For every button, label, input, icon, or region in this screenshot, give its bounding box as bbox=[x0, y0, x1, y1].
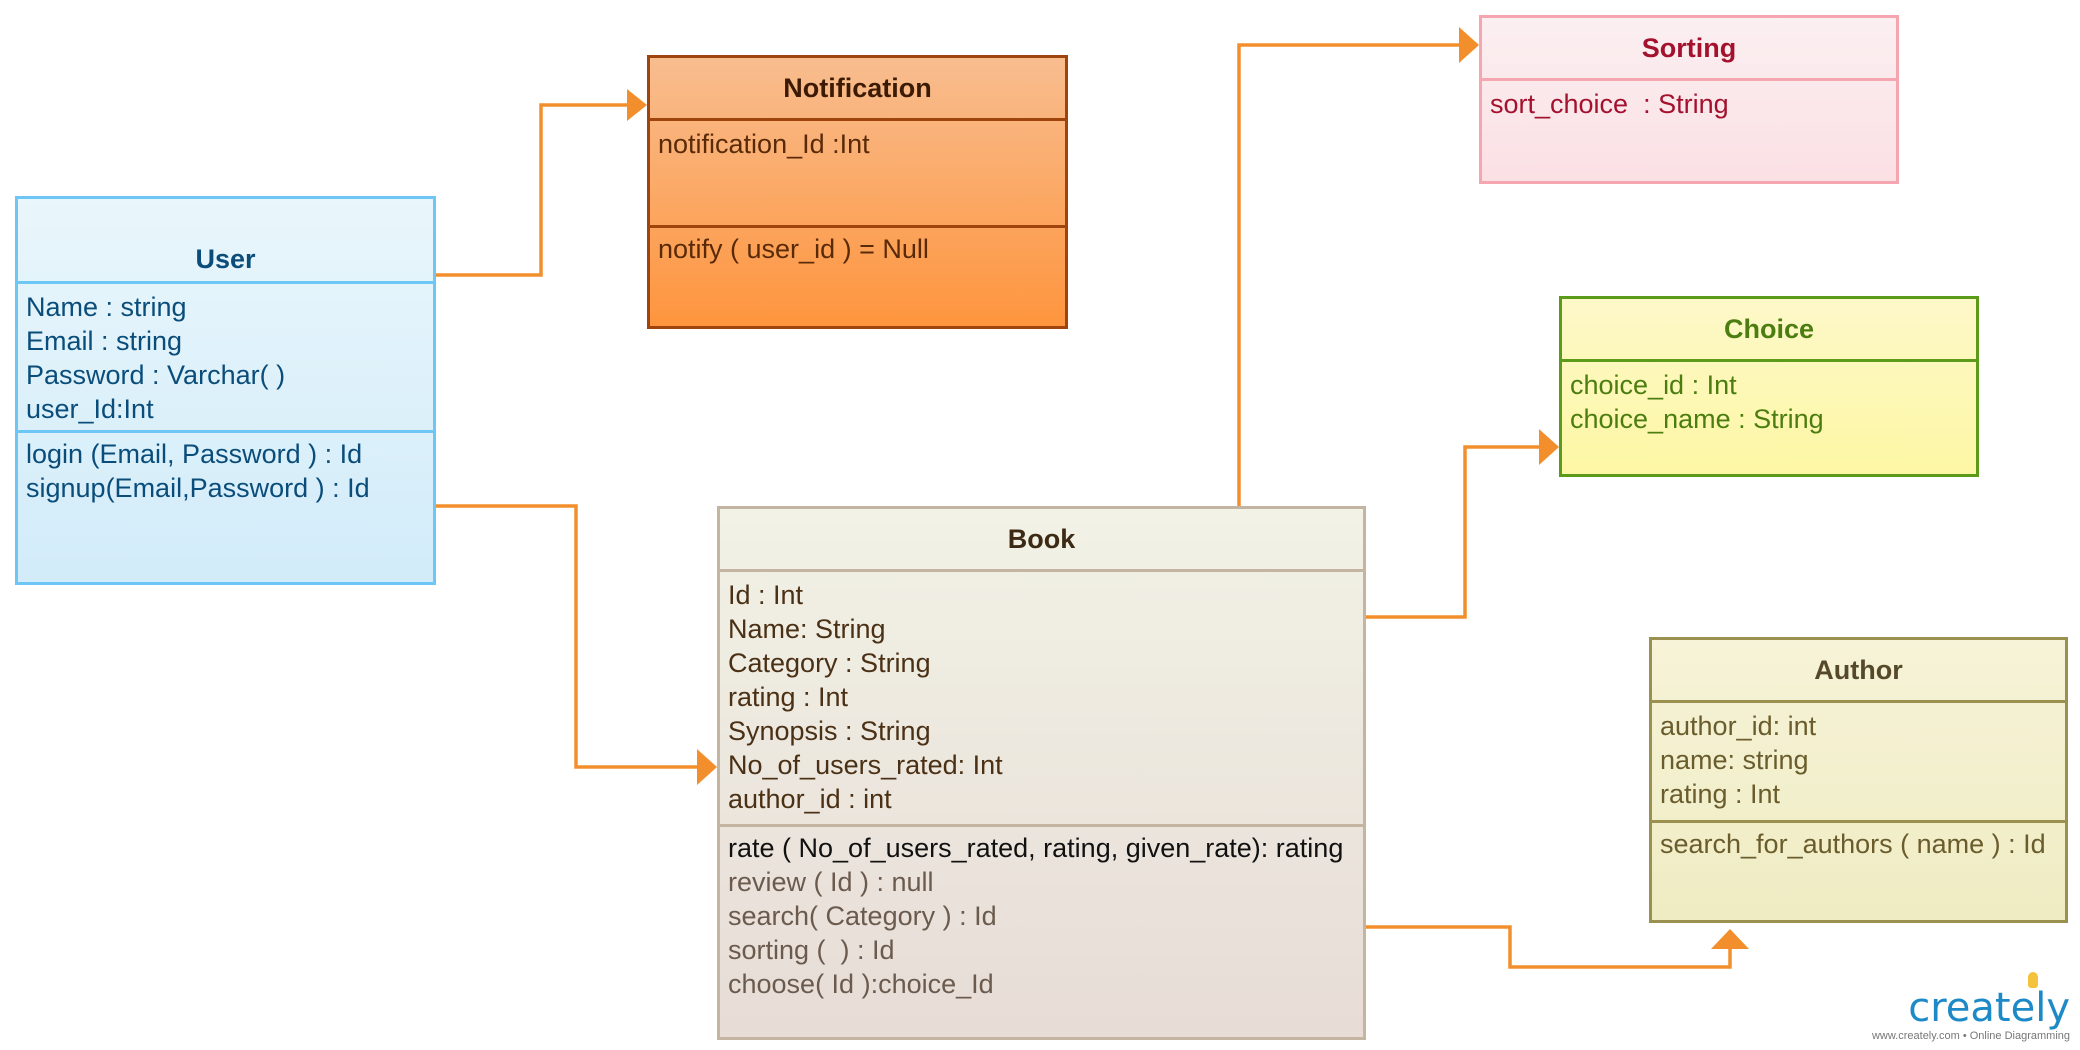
method: review ( Id ) : null bbox=[728, 867, 934, 897]
class-book-methods: rate ( No_of_users_rated, rating, given_… bbox=[720, 824, 1363, 1001]
attribute: No_of_users_rated: Int bbox=[728, 750, 1003, 780]
attribute: rating : Int bbox=[728, 682, 849, 712]
arrowhead-choice bbox=[1539, 429, 1559, 465]
attribute: choice_id : Int bbox=[1570, 370, 1737, 400]
class-sorting-attributes: sort_choice : String bbox=[1482, 81, 1896, 121]
class-choice-title: Choice bbox=[1562, 299, 1976, 362]
attribute: Synopsis : String bbox=[728, 716, 931, 746]
class-user-attributes: Name : string Email : string Password : … bbox=[18, 284, 433, 430]
attribute: Password : Varchar( ) bbox=[26, 360, 286, 390]
creately-logo[interactable]: creately www.creately.com • Online Diagr… bbox=[1871, 972, 2070, 1042]
method: notify ( user_id ) = Null bbox=[658, 234, 929, 264]
connector-user-book[interactable] bbox=[436, 504, 702, 769]
method: rate ( No_of_users_rated, rating, given_… bbox=[728, 833, 1344, 863]
method: signup(Email,Password ) : Id bbox=[26, 473, 370, 503]
method: choose( Id ):choice_Id bbox=[728, 969, 994, 999]
arrowhead-author bbox=[1711, 929, 1749, 949]
attribute: rating : Int bbox=[1660, 779, 1781, 809]
lightbulb-icon bbox=[2028, 972, 2038, 988]
connector-user-notification[interactable] bbox=[436, 103, 632, 277]
class-book-attributes: Id : Int Name: String Category : String … bbox=[720, 572, 1363, 824]
attribute: Id : Int bbox=[728, 580, 804, 610]
class-notification-title: Notification bbox=[650, 58, 1065, 121]
attribute: choice_name : String bbox=[1570, 404, 1824, 434]
attribute: Name : string bbox=[26, 292, 187, 322]
class-book-title: Book bbox=[720, 509, 1363, 572]
class-notification-attributes: notification_Id :Int bbox=[650, 121, 1065, 225]
class-author-methods: search_for_authors ( name ) : Id bbox=[1652, 820, 2065, 861]
attribute: Email : string bbox=[26, 326, 183, 356]
method: search( Category ) : Id bbox=[728, 901, 997, 931]
arrowhead-book bbox=[697, 749, 717, 785]
class-user[interactable]: User Name : string Email : string Passwo… bbox=[15, 196, 436, 585]
class-notification[interactable]: Notification notification_Id :Int notify… bbox=[647, 55, 1068, 329]
class-sorting[interactable]: Sorting sort_choice : String bbox=[1479, 15, 1899, 184]
arrowhead-sorting bbox=[1459, 27, 1479, 63]
class-author-attributes: author_id: int name: string rating : Int bbox=[1652, 703, 2065, 820]
logo-tagline: www.creately.com • Online Diagramming bbox=[1871, 1030, 2070, 1042]
class-author[interactable]: Author author_id: int name: string ratin… bbox=[1649, 637, 2068, 923]
attribute: author_id : int bbox=[728, 784, 892, 814]
attribute: notification_Id :Int bbox=[658, 129, 870, 159]
attribute: sort_choice : String bbox=[1490, 89, 1729, 119]
attribute: author_id: int bbox=[1660, 711, 1817, 741]
class-choice[interactable]: Choice choice_id : Int choice_name : Str… bbox=[1559, 296, 1979, 477]
class-sorting-title: Sorting bbox=[1482, 18, 1896, 81]
method: sorting ( ) : Id bbox=[728, 935, 895, 965]
attribute: Name: String bbox=[728, 614, 886, 644]
class-book[interactable]: Book Id : Int Name: String Category : St… bbox=[717, 506, 1366, 1040]
connector-book-choice[interactable] bbox=[1366, 445, 1544, 619]
class-user-methods: login (Email, Password ) : Id signup(Ema… bbox=[18, 430, 433, 505]
logo-wordmark: creately bbox=[1908, 985, 2070, 1031]
attribute: user_Id:Int bbox=[26, 394, 154, 424]
method: login (Email, Password ) : Id bbox=[26, 439, 363, 469]
class-user-title: User bbox=[18, 199, 433, 284]
arrowhead-notification bbox=[627, 89, 647, 121]
method: search_for_authors ( name ) : Id bbox=[1660, 829, 2046, 859]
connector-book-author[interactable] bbox=[1366, 925, 1732, 969]
class-choice-attributes: choice_id : Int choice_name : String bbox=[1562, 362, 1976, 436]
connector-book-sorting[interactable] bbox=[1237, 43, 1464, 506]
class-notification-methods: notify ( user_id ) = Null bbox=[650, 225, 1065, 266]
attribute: Category : String bbox=[728, 648, 931, 678]
class-author-title: Author bbox=[1652, 640, 2065, 703]
attribute: name: string bbox=[1660, 745, 1809, 775]
